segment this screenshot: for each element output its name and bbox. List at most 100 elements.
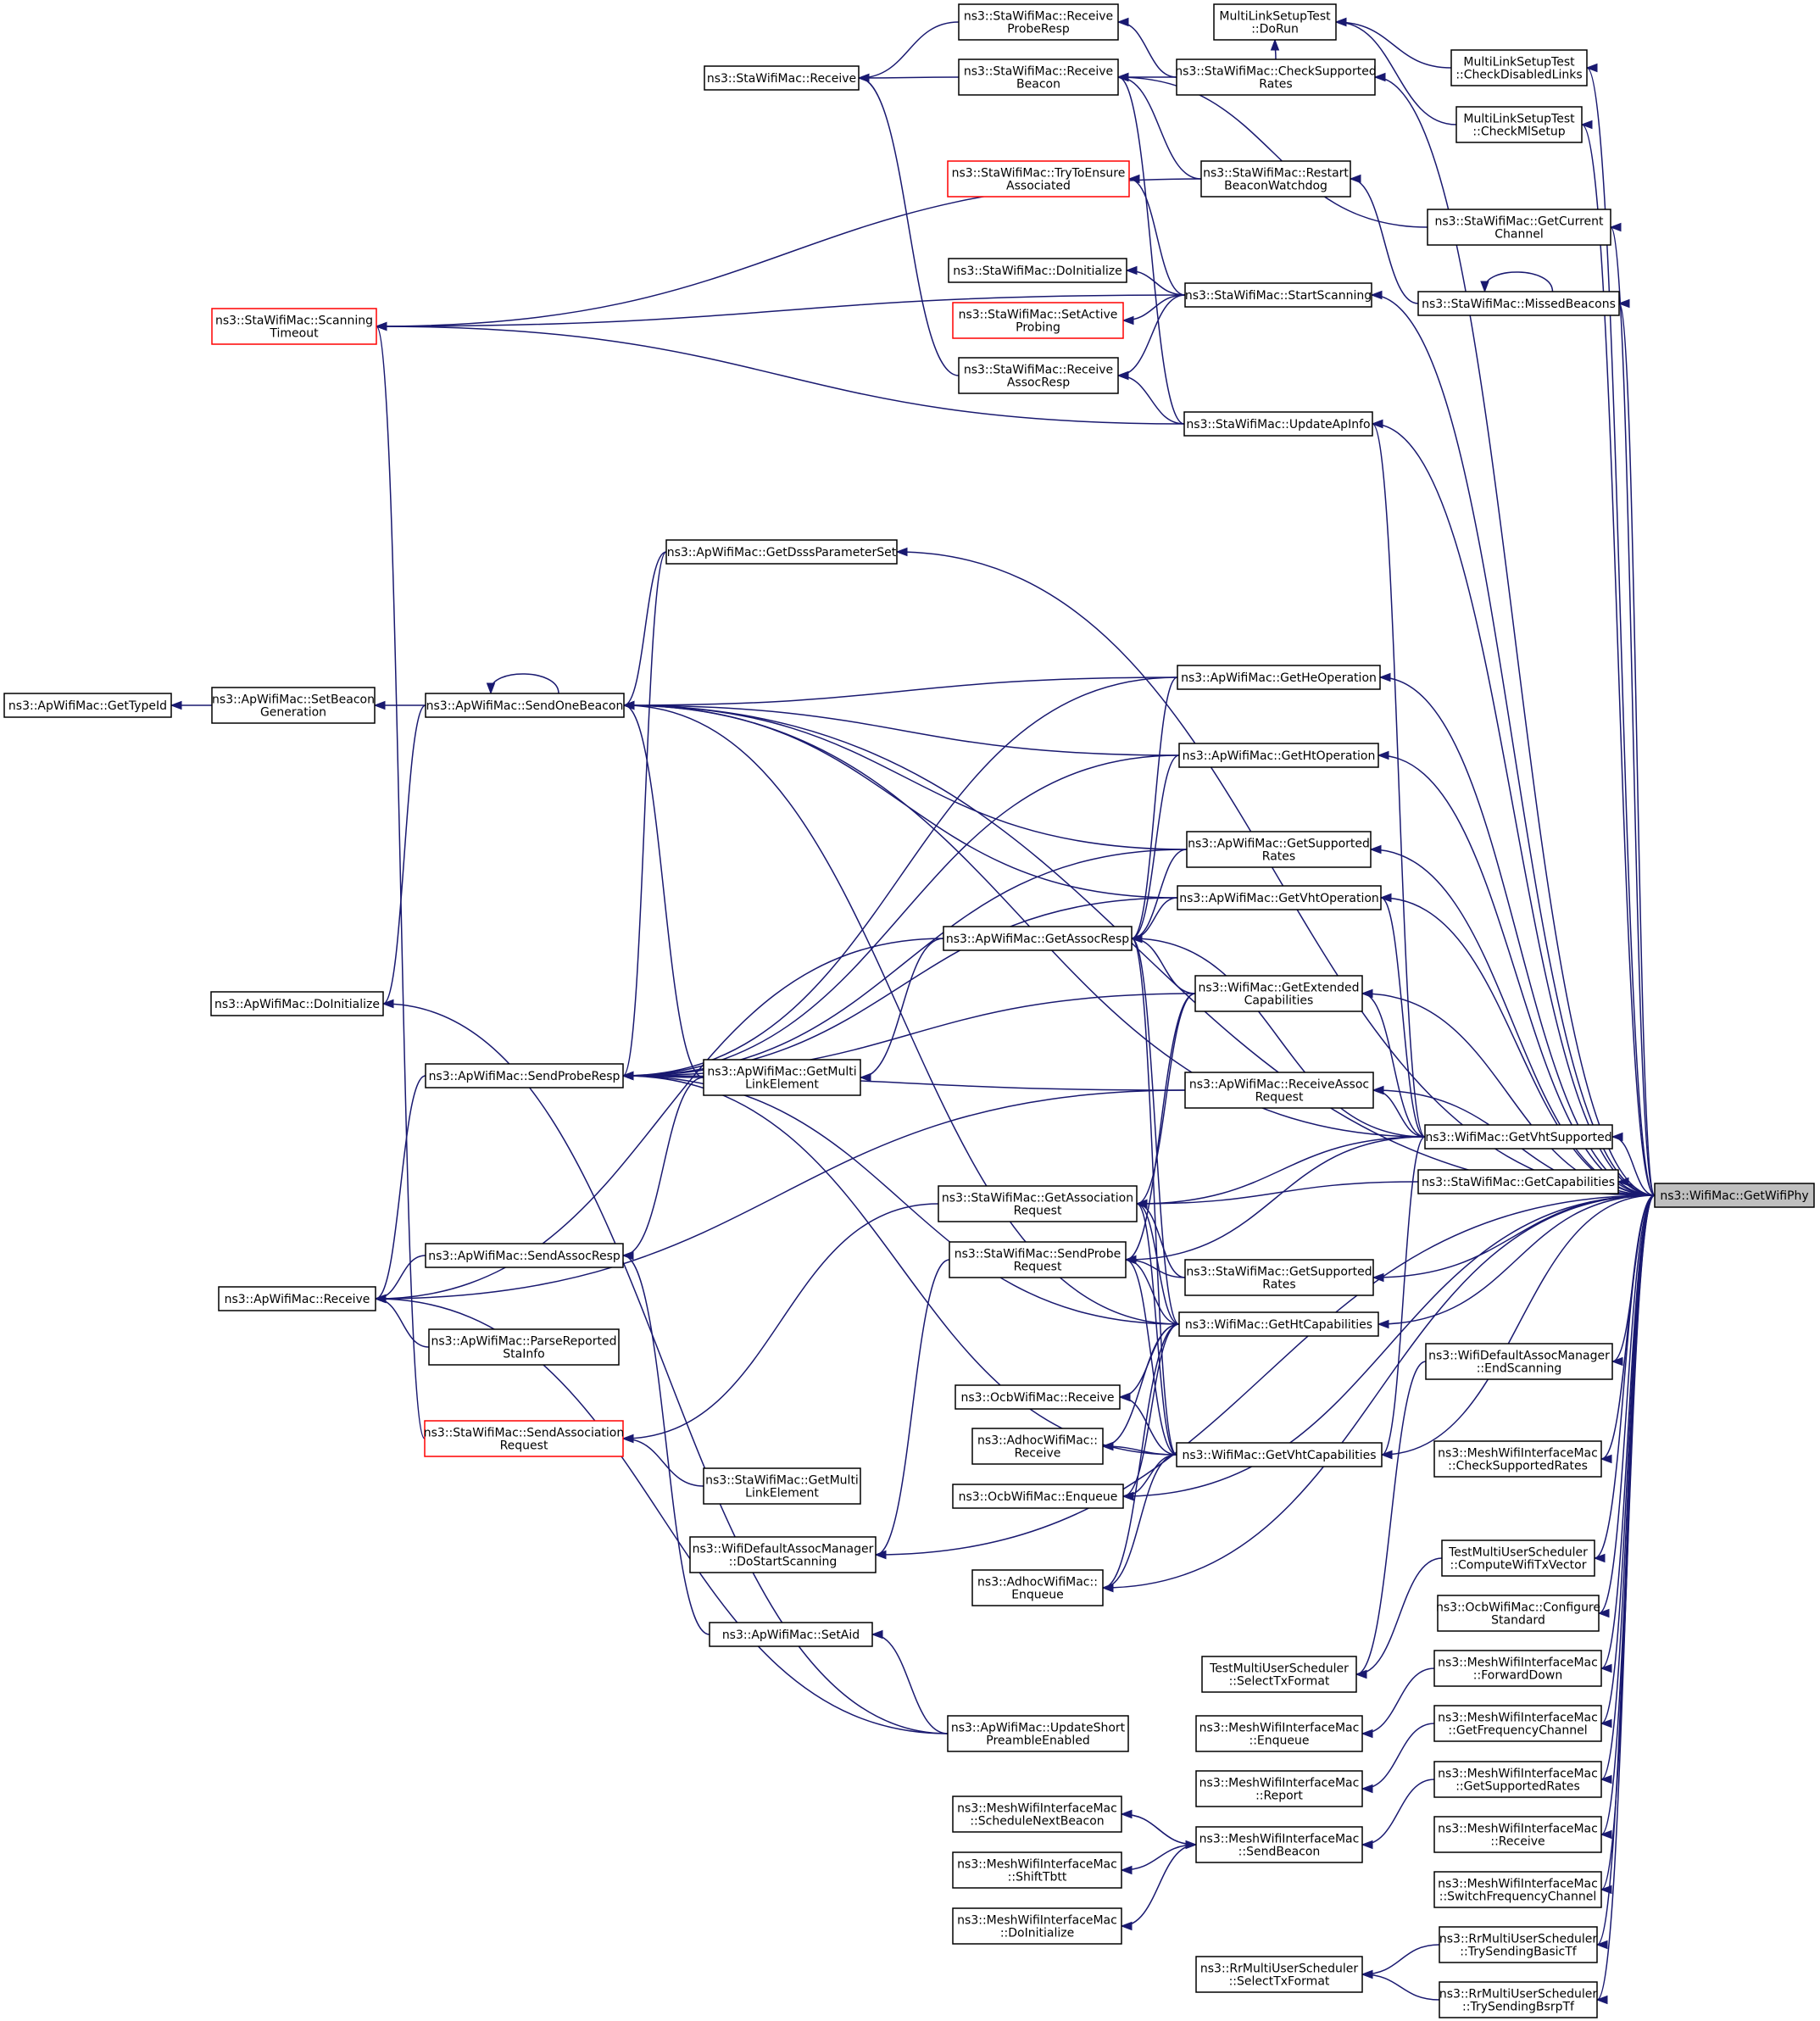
node-test-select-tx-format[interactable]: TestMultiUserScheduler::SelectTxFormat: [1201, 1656, 1357, 1693]
node-label: ns3::ApWifiMac::SetAid: [722, 1628, 860, 1642]
node-adhoc-enqueue[interactable]: ns3::AdhocWifiMac::Enqueue: [971, 1569, 1104, 1606]
node-ap-send-probe-resp[interactable]: ns3::ApWifiMac::SendProbeResp: [425, 1063, 624, 1088]
node-box: [958, 58, 1119, 96]
node-mesh-switch-frequency-channel[interactable]: ns3::MeshWifiInterfaceMac::SwitchFrequen…: [1433, 1871, 1602, 1908]
edge-line: [622, 849, 1188, 1077]
node-sta-receive[interactable]: ns3::StaWifiMac::Receive: [704, 65, 860, 91]
node-ap-get-dsss-parameter-set[interactable]: ns3::ApWifiMac::GetDsssParameterSet: [665, 539, 898, 565]
node-ap-get-assoc-resp[interactable]: ns3::ApWifiMac::GetAssocResp: [943, 926, 1133, 951]
node-mesh-forward-down[interactable]: ns3::MeshWifiInterfaceMac::ForwardDown: [1433, 1650, 1602, 1687]
node-sta-check-supported-rates[interactable]: ns3::StaWifiMac::CheckSupportedRates: [1175, 58, 1377, 96]
node-mesh-do-initialize[interactable]: ns3::MeshWifiInterfaceMac::DoInitialize: [952, 1907, 1122, 1945]
node-ap-get-supported-rates[interactable]: ns3::ApWifiMac::GetSupportedRates: [1186, 831, 1372, 868]
node-mesh-schedule-next-beacon[interactable]: ns3::MeshWifiInterfaceMac::ScheduleNextB…: [952, 1796, 1122, 1833]
node-mesh-send-beacon[interactable]: ns3::MeshWifiInterfaceMac::SendBeacon: [1195, 1826, 1363, 1863]
call-edge: [1118, 1392, 1177, 1456]
call-edge: [1130, 933, 1426, 1138]
node-wifi-get-vht-capabilities[interactable]: ns3::WifiMac::GetVhtCapabilities: [1176, 1442, 1383, 1467]
node-sta-start-scanning[interactable]: ns3::StaWifiMac::StartScanning: [1184, 282, 1372, 308]
node-sta-get-capabilities[interactable]: ns3::StaWifiMac::GetCapabilities: [1417, 1169, 1619, 1194]
node-mesh-report[interactable]: ns3::MeshWifiInterfaceMac::Report: [1195, 1770, 1363, 1807]
edge-arrowhead: [1600, 1454, 1612, 1464]
node-box: [218, 1286, 376, 1311]
node-mesh-receive[interactable]: ns3::MeshWifiInterfaceMac::Receive: [1433, 1816, 1602, 1853]
node-mlst-check-disabled-links[interactable]: MultiLinkSetupTest::CheckDisabledLinks: [1450, 49, 1588, 86]
node-adhoc-receive[interactable]: ns3::AdhocWifiMac::Receive: [971, 1428, 1104, 1465]
node-default-assoc-do-start-scanning[interactable]: ns3::WifiDefaultAssocManager::DoStartSca…: [689, 1536, 877, 1573]
node-mesh-get-frequency-channel[interactable]: ns3::MeshWifiInterfaceMac::GetFrequencyC…: [1433, 1705, 1602, 1742]
node-ocb-enqueue[interactable]: ns3::OcbWifiMac::Enqueue: [952, 1484, 1124, 1509]
edge-line: [1131, 754, 1180, 939]
node-sta-do-initialize[interactable]: ns3::StaWifiMac::DoInitialize: [948, 258, 1127, 283]
node-rr-select-tx-format[interactable]: ns3::RrMultiUserScheduler::SelectTxForma…: [1195, 1956, 1363, 1993]
node-test-compute-wifi-tx-vector[interactable]: TestMultiUserScheduler::ComputeWifiTxVec…: [1441, 1539, 1595, 1577]
node-rr-try-sending-basic-tf[interactable]: ns3::RrMultiUserScheduler::TrySendingBas…: [1439, 1926, 1598, 1963]
node-get-wifi-phy[interactable]: ns3::WifiMac::GetWifiPhy: [1654, 1183, 1815, 1208]
edge-arrowhead: [1361, 1729, 1373, 1739]
node-mlst-do-run[interactable]: MultiLinkSetupTest::DoRun: [1213, 3, 1337, 41]
edge-line: [1102, 1194, 1656, 1589]
node-ocb-receive[interactable]: ns3::OcbWifiMac::Receive: [955, 1384, 1121, 1410]
node-mesh-shift-tbtt[interactable]: ns3::MeshWifiInterfaceMac::ShiftTbtt: [952, 1851, 1122, 1889]
node-label: ns3::StaWifiMac::GetSupported: [1186, 1266, 1372, 1279]
node-sta-get-supported-rates[interactable]: ns3::StaWifiMac::GetSupportedRates: [1184, 1259, 1374, 1296]
node-ap-send-one-beacon[interactable]: ns3::ApWifiMac::SendOneBeacon: [425, 693, 625, 718]
node-ap-set-aid[interactable]: ns3::ApWifiMac::SetAid: [709, 1622, 873, 1647]
node-sta-update-ap-info[interactable]: ns3::StaWifiMac::UpdateApInfo: [1183, 411, 1373, 437]
node-ap-update-short-preamble[interactable]: ns3::ApWifiMac::UpdateShortPreambleEnabl…: [947, 1715, 1129, 1752]
node-ap-send-assoc-resp[interactable]: ns3::ApWifiMac::SendAssocResp: [425, 1243, 624, 1268]
edge-line: [1600, 1194, 1656, 1669]
node-box: [955, 1384, 1121, 1410]
node-label: ::SwitchFrequencyChannel: [1439, 1890, 1597, 1904]
edge-line: [1372, 1194, 1656, 1278]
edge-line: [1117, 76, 1202, 180]
node-wifi-get-vht-supported[interactable]: ns3::WifiMac::GetVhtSupported: [1424, 1124, 1613, 1150]
edge-line: [1483, 271, 1554, 292]
node-sta-missed-beacons[interactable]: ns3::StaWifiMac::MissedBeacons: [1417, 291, 1620, 316]
node-wifi-get-ht-capabilities[interactable]: ns3::WifiMac::GetHtCapabilities: [1178, 1311, 1379, 1337]
node-label: ns3::StaWifiMac::UpdateApInfo: [1186, 418, 1370, 431]
node-mesh-check-supported-rates[interactable]: ns3::MeshWifiInterfaceMac::CheckSupporte…: [1433, 1440, 1602, 1478]
node-label: ns3::StaWifiMac::Scanning: [215, 315, 373, 328]
call-edge: [1617, 298, 1656, 1196]
node-ap-receive[interactable]: ns3::ApWifiMac::Receive: [218, 1286, 376, 1311]
edge-line: [1378, 1194, 1656, 1325]
call-edge: [1101, 1454, 1177, 1593]
call-edge: [622, 676, 1178, 710]
node-ap-get-ht-operation[interactable]: ns3::ApWifiMac::GetHtOperation: [1178, 743, 1379, 768]
node-mesh-enqueue[interactable]: ns3::MeshWifiInterfaceMac::Enqueue: [1195, 1715, 1363, 1752]
call-edge: [1597, 1194, 1656, 1618]
node-ap-do-initialize[interactable]: ns3::ApWifiMac::DoInitialize: [210, 991, 384, 1016]
call-edge: [621, 849, 1188, 1081]
node-mlst-check-ml-setup[interactable]: MultiLinkSetupTest::CheckMlSetup: [1455, 106, 1583, 143]
node-default-assoc-end-scanning[interactable]: ns3::WifiDefaultAssocManager::EndScannin…: [1425, 1343, 1613, 1380]
call-edge: [374, 1089, 1186, 1304]
edge-line: [1598, 1194, 1656, 1614]
node-ap-get-vht-operation[interactable]: ns3::ApWifiMac::GetVhtOperation: [1177, 885, 1382, 910]
node-ap-get-type-id[interactable]: ns3::ApWifiMac::GetTypeId: [3, 693, 172, 718]
call-edge: [1101, 1194, 1656, 1593]
node-ap-get-he-operation[interactable]: ns3::ApWifiMac::GetHeOperation: [1177, 665, 1381, 690]
node-box: [1200, 160, 1351, 198]
node-rr-try-sending-bsrp-tf[interactable]: ns3::RrMultiUserScheduler::TrySendingBsr…: [1439, 1981, 1598, 2018]
node-mesh-get-supported-rates[interactable]: ns3::MeshWifiInterfaceMac::GetSupportedR…: [1433, 1761, 1602, 1798]
